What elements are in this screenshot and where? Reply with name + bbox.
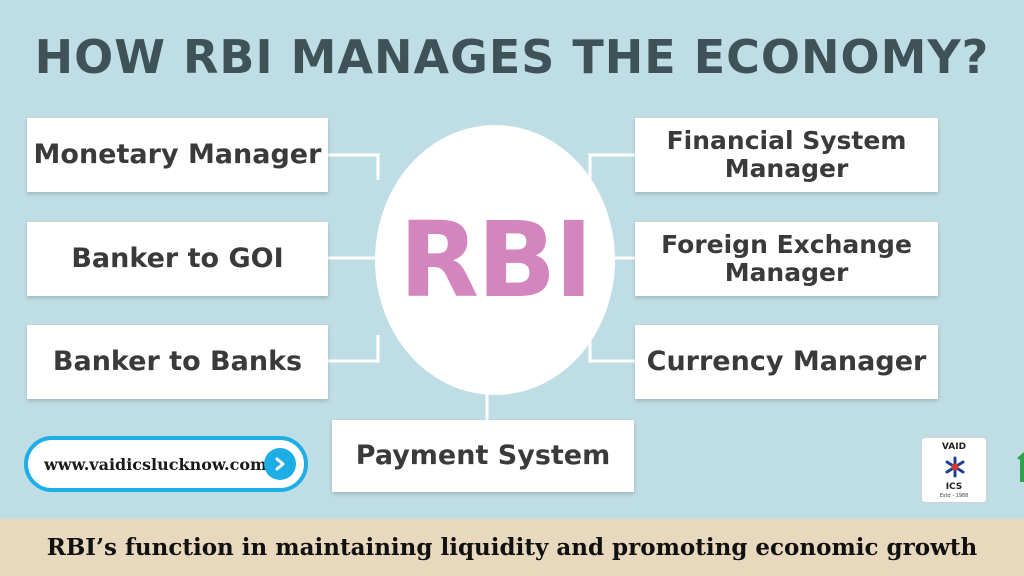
function-label: Payment System <box>355 439 611 471</box>
chevron-right-icon[interactable] <box>264 448 296 480</box>
vaidics-logo-icon <box>945 456 965 478</box>
logo-text-bottom: ICS <box>945 482 963 492</box>
function-box-banker-to-goi: Banker to GOI <box>27 222 328 296</box>
function-box-foreign-exchange-manager: Foreign Exchange Manager <box>635 222 938 296</box>
website-link[interactable]: www.vaidicslucknow.com <box>24 436 308 492</box>
function-label: Banker to Banks <box>52 345 303 377</box>
function-box-currency-manager: Currency Manager <box>635 325 938 399</box>
footer-caption-bar: RBI’s function in maintaining liquidity … <box>0 519 1024 576</box>
rbi-label: RBI <box>398 199 593 321</box>
function-label: Foreign Exchange Manager <box>661 230 912 287</box>
function-box-financial-system-manager: Financial System Manager <box>635 118 938 192</box>
function-box-payment-system: Payment System <box>332 420 634 492</box>
vaidics-logo: VAID ICS Estd - 1988 <box>921 437 987 503</box>
function-box-monetary-manager: Monetary Manager <box>27 118 328 192</box>
rbi-center-circle: RBI <box>375 125 615 395</box>
function-label: Banker to GOI <box>71 242 284 274</box>
page-title: HOW RBI MANAGES THE ECONOMY? <box>34 30 990 84</box>
function-label: Monetary Manager <box>33 138 322 170</box>
footer-caption: RBI’s function in maintaining liquidity … <box>46 534 978 561</box>
logo-text-top: VAID <box>941 442 967 452</box>
logo-estd: Estd - 1988 <box>939 493 969 499</box>
website-url: www.vaidicslucknow.com <box>44 454 267 474</box>
green-arrow-icon <box>1017 452 1024 482</box>
function-label: Currency Manager <box>646 345 927 377</box>
function-box-banker-to-banks: Banker to Banks <box>27 325 328 399</box>
function-label: Financial System Manager <box>666 126 907 183</box>
